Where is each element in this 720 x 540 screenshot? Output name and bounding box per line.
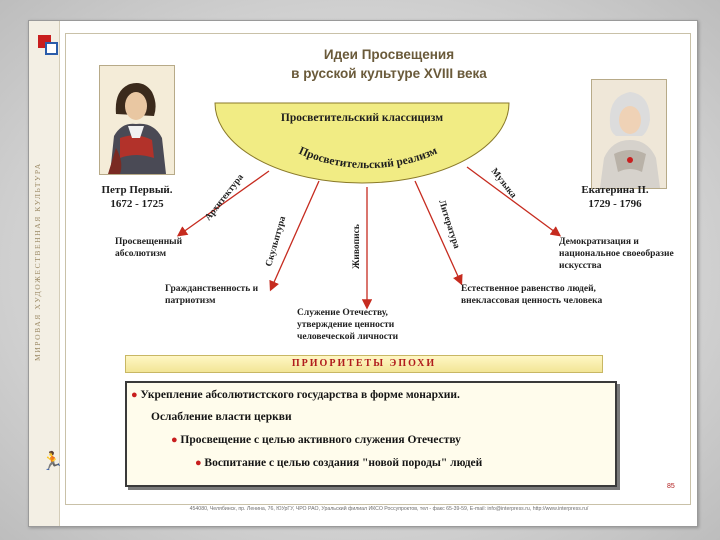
semicircle-shape bbox=[214, 102, 510, 184]
logo-icon bbox=[38, 35, 60, 57]
arrow-sculpture bbox=[269, 180, 320, 292]
page-number: 85 bbox=[667, 483, 675, 490]
arrow-architecture bbox=[176, 170, 270, 237]
idea-civic-patriotism: Гражданственность и патриотизм bbox=[165, 284, 259, 306]
idea-democratization: Демократизация и национальное своеобрази… bbox=[559, 237, 674, 271]
priority-item: Ослабление власти церкви bbox=[151, 411, 292, 423]
art-label-music: Музыка bbox=[489, 167, 519, 201]
title-line-1: Идеи Просвещения bbox=[323, 47, 455, 62]
idea-service-to-fatherland: Служение Отечеству, утверждение ценности… bbox=[297, 308, 399, 342]
priorities-header: ПРИОРИТЕТЫ ЭПОХИ bbox=[125, 355, 603, 373]
bullet-icon: ● bbox=[171, 434, 181, 446]
footer-text: 454080, Челябинск, пр. Ленина, 76, ЮУрГУ… bbox=[189, 506, 589, 512]
priority-item-text: Укрепление абсолютистского государства в… bbox=[140, 389, 460, 401]
page-title: Идеи Просвещения в русской культуре XVII… bbox=[229, 45, 549, 83]
idea-enlightened-absolutism: Просвещенный абсолютизм bbox=[115, 237, 183, 259]
art-label-painting: Живопись bbox=[352, 224, 362, 269]
person-right-years: 1729 - 1796 bbox=[588, 198, 642, 210]
person-right-label: Екатерина II. 1729 - 1796 bbox=[559, 183, 671, 211]
priority-item-text: Ослабление власти церкви bbox=[151, 411, 292, 423]
art-label-sculpture: Скульптура bbox=[264, 215, 288, 268]
bullet-icon: ● bbox=[195, 457, 205, 469]
title-line-2: в русской культуре XVIII века bbox=[291, 66, 487, 81]
priority-item: ● Укрепление абсолютистского государства… bbox=[131, 389, 460, 401]
person-left-name: Петр Первый. bbox=[101, 184, 173, 196]
slide: МИРОВАЯ ХУДОЖЕСТВЕННАЯ КУЛЬТУРА 🏃 Идеи П… bbox=[28, 20, 698, 527]
priorities-list: ● Укрепление абсолютистского государства… bbox=[127, 383, 615, 485]
sidebar: МИРОВАЯ ХУДОЖЕСТВЕННАЯ КУЛЬТУРА 🏃 bbox=[29, 21, 64, 526]
runner-icon: 🏃 bbox=[41, 451, 64, 471]
art-label-architecture: Архитектура bbox=[203, 172, 246, 223]
arrow-literature bbox=[414, 180, 463, 286]
art-label-literature: Литература bbox=[436, 199, 461, 250]
central-diagram: Просветительский классицизм Просветитель… bbox=[176, 102, 562, 310]
content-frame bbox=[65, 33, 691, 505]
priority-item-text: Просвещение с целью активного служения О… bbox=[180, 434, 461, 446]
priorities-box: ● Укрепление абсолютистского государства… bbox=[125, 381, 617, 487]
idea-natural-equality: Естественное равенство людей, внеклассов… bbox=[461, 284, 603, 306]
person-left-label: Петр Первый. 1672 - 1725 bbox=[81, 183, 193, 211]
priority-item: ● Просвещение с целью активного служения… bbox=[171, 434, 461, 446]
portrait-catherine bbox=[591, 79, 667, 189]
bullet-icon: ● bbox=[131, 389, 141, 401]
priority-item-text: Воспитание с целью создания "новой пород… bbox=[204, 457, 483, 469]
person-right-name: Екатерина II. bbox=[581, 184, 649, 196]
priority-item: ● Воспитание с целью создания "новой пор… bbox=[195, 457, 482, 469]
classicism-label: Просветительский классицизм bbox=[281, 112, 443, 124]
arrow-music bbox=[466, 166, 562, 237]
portrait-peter bbox=[99, 65, 175, 175]
person-left-years: 1672 - 1725 bbox=[110, 198, 164, 210]
